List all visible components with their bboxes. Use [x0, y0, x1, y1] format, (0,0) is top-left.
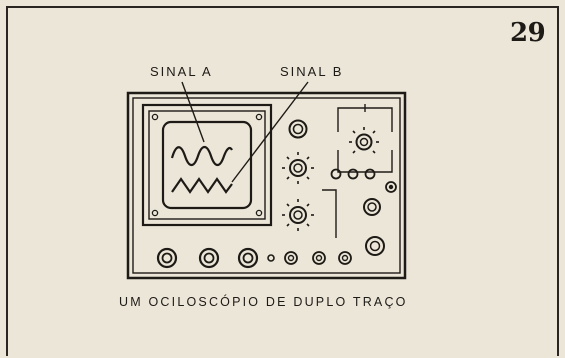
panel-connector-line — [322, 189, 337, 238]
signal-a-label: SINAL A — [150, 64, 213, 79]
oscilloscope-inner-panel — [132, 97, 401, 274]
oscilloscope-body — [126, 91, 407, 280]
indicator-lamp — [385, 181, 397, 193]
crt-screen — [161, 120, 253, 210]
selector-knob — [349, 127, 379, 154]
figure-caption: UM OCILOSCÓPIO DE DUPLO TRAÇO — [119, 295, 408, 309]
lower-dial-knob — [282, 199, 314, 231]
figure-frame — [6, 6, 559, 356]
page-number: 29 — [510, 18, 546, 48]
bottom-connector-row — [156, 247, 352, 269]
screen-bezel — [141, 103, 273, 227]
top-knob — [288, 119, 308, 139]
small-jack-row — [330, 168, 376, 180]
signal-b-triangle-trace — [171, 177, 233, 194]
right-knob-upper — [363, 198, 381, 216]
signal-b-label: SINAL B — [280, 64, 344, 79]
signal-a-leader — [181, 81, 205, 143]
middle-dial-knob — [282, 152, 314, 184]
signal-a-sine-trace — [170, 145, 233, 167]
right-knob-lower — [365, 236, 385, 256]
